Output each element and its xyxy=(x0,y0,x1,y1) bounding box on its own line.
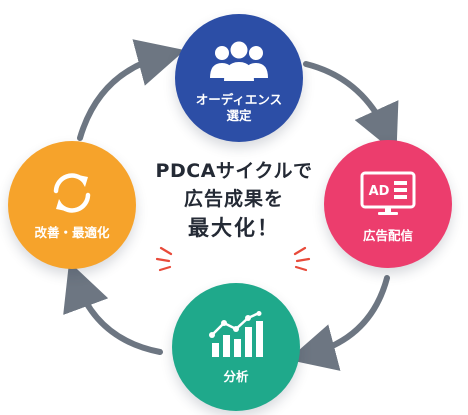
node-label-line2: 選定 xyxy=(226,108,252,123)
arrow-analysis-to-improve xyxy=(63,261,163,355)
node-label-line1: オーディエンス xyxy=(195,92,283,107)
node-analysis: 分析 xyxy=(172,283,300,411)
node-ad-delivery: AD 広告配信 xyxy=(324,140,452,268)
node-label-line1: 改善・最適化 xyxy=(34,225,110,240)
headline-line2: 広告成果を xyxy=(183,188,284,210)
node-audience-selection: オーディエンス 選定 xyxy=(175,14,303,142)
spark-left-decoration xyxy=(155,246,173,272)
arrow-target-to-ads xyxy=(303,61,399,154)
bar-chart-icon xyxy=(172,311,300,363)
ad-monitor-icon: AD xyxy=(324,170,452,220)
arrow-improve-to-target xyxy=(77,39,186,141)
ad-icon-text: AD xyxy=(369,184,390,199)
people-icon xyxy=(175,38,303,88)
node-label-line1: 分析 xyxy=(223,369,249,384)
center-headline: PDCAサイクルで 広告成果を 最大化！ xyxy=(150,158,318,243)
node-label-line1: 広告配信 xyxy=(362,228,413,243)
refresh-cycle-icon xyxy=(8,169,136,221)
headline-line3: 最大化！ xyxy=(188,216,280,240)
headline-line1: PDCAサイクルで xyxy=(155,160,313,182)
spark-right-decoration xyxy=(293,246,311,272)
node-improvement-optimization: 改善・最適化 xyxy=(8,141,136,269)
arrow-ads-to-analysis xyxy=(287,275,390,371)
